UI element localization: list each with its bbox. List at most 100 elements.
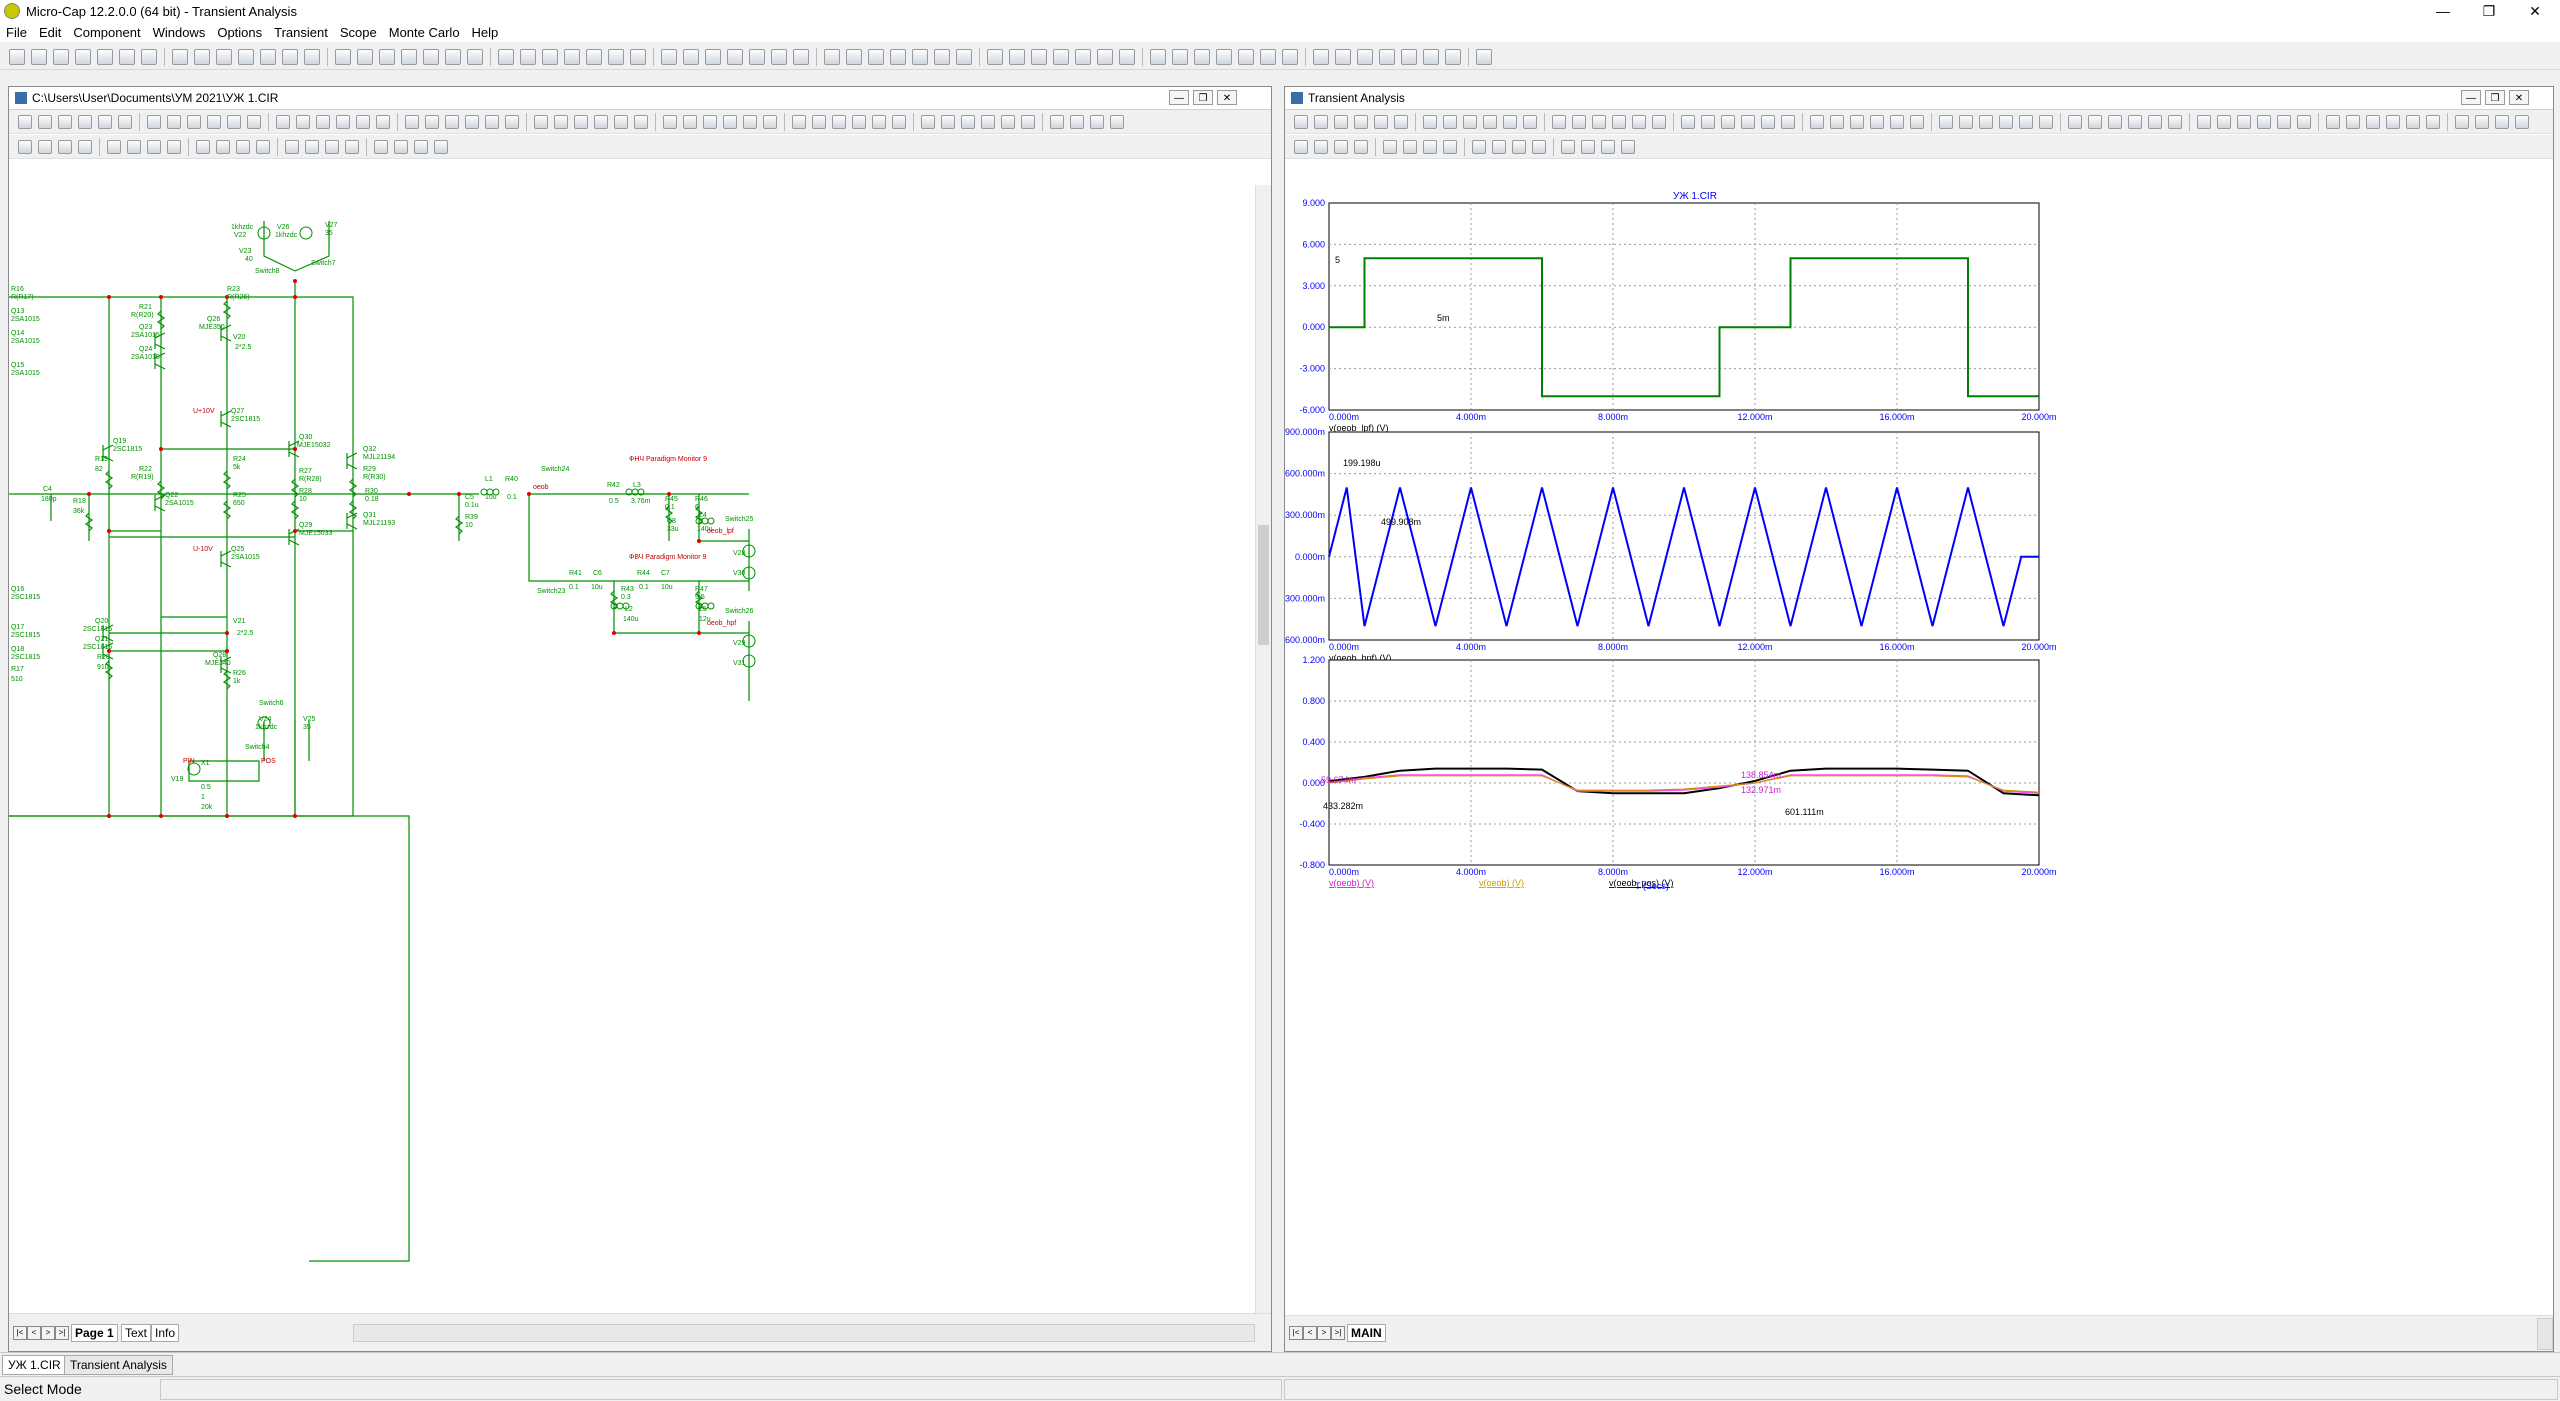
schematic-toolbar-button-icon[interactable] [1110, 114, 1124, 129]
analysis-toolbar-button-icon[interactable] [1443, 114, 1457, 129]
menu-transient[interactable]: Transient [274, 24, 328, 40]
schematic-toolbar-button-icon[interactable] [247, 114, 261, 129]
analysis-toolbar2-button-icon[interactable] [1492, 139, 1506, 154]
schematic-toolbar-button-icon[interactable] [792, 114, 806, 129]
analysis-toolbar-button-icon[interactable] [1979, 114, 1993, 129]
analysis-toolbar-button-icon[interactable] [1721, 114, 1735, 129]
schematic-canvas[interactable]: 1khzdcV22V261khzdcV2735V2340Switch8Switc… [9, 161, 1255, 1309]
menu-scope[interactable]: Scope [339, 24, 377, 40]
schematic-restore-button[interactable]: ❐ [1193, 90, 1213, 105]
schematic-toolbar-button-icon[interactable] [534, 114, 548, 129]
schematic-toolbar2-button-icon[interactable] [394, 139, 408, 154]
schematic-toolbar-button-icon[interactable] [18, 114, 32, 129]
schematic-close-button[interactable]: ✕ [1217, 90, 1237, 105]
analysis-toolbar2-button-icon[interactable] [1403, 139, 1417, 154]
maximize-button[interactable]: ❐ [2482, 3, 2496, 19]
analysis-page-first-button[interactable]: |< [1289, 1326, 1303, 1340]
main-toolbar-button-icon[interactable] [1423, 48, 1439, 65]
main-toolbar-button-icon[interactable] [423, 48, 439, 65]
analysis-toolbar-button-icon[interactable] [2326, 114, 2340, 129]
analysis-toolbar-button-icon[interactable] [1374, 114, 1388, 129]
analysis-toolbar-button-icon[interactable] [1483, 114, 1497, 129]
schematic-toolbar-button-icon[interactable] [614, 114, 628, 129]
schematic-toolbar-button-icon[interactable] [405, 114, 419, 129]
main-toolbar-button-icon[interactable] [824, 48, 840, 65]
analysis-toolbar-button-icon[interactable] [2237, 114, 2251, 129]
schematic-toolbar-button-icon[interactable] [941, 114, 955, 129]
analysis-page-prev-button[interactable]: < [1303, 1326, 1317, 1340]
main-toolbar-button-icon[interactable] [1260, 48, 1276, 65]
analysis-toolbar2-button-icon[interactable] [1561, 139, 1575, 154]
main-toolbar-button-icon[interactable] [934, 48, 950, 65]
schematic-toolbar-button-icon[interactable] [663, 114, 677, 129]
analysis-toolbar2-button-icon[interactable] [1314, 139, 1328, 154]
analysis-toolbar-button-icon[interactable] [1523, 114, 1537, 129]
main-toolbar-button-icon[interactable] [749, 48, 765, 65]
schematic-scroll-thumb[interactable] [1258, 525, 1269, 645]
analysis-toolbar-button-icon[interactable] [1552, 114, 1566, 129]
menu-options[interactable]: Options [217, 24, 263, 40]
schematic-toolbar-button-icon[interactable] [505, 114, 519, 129]
schematic-toolbar-button-icon[interactable] [763, 114, 777, 129]
main-toolbar-button-icon[interactable] [1357, 48, 1373, 65]
main-toolbar-button-icon[interactable] [1097, 48, 1113, 65]
analysis-toolbar2-button-icon[interactable] [1472, 139, 1486, 154]
main-toolbar-button-icon[interactable] [9, 48, 25, 65]
main-toolbar-button-icon[interactable] [75, 48, 91, 65]
page-tab-text[interactable]: Text [121, 1324, 152, 1342]
analysis-toolbar-button-icon[interactable] [2277, 114, 2291, 129]
schematic-toolbar2-button-icon[interactable] [414, 139, 428, 154]
schematic-toolbar2-button-icon[interactable] [374, 139, 388, 154]
main-toolbar-button-icon[interactable] [520, 48, 536, 65]
menu-edit[interactable]: Edit [38, 24, 62, 40]
main-toolbar-button-icon[interactable] [260, 48, 276, 65]
schematic-toolbar2-button-icon[interactable] [196, 139, 210, 154]
analysis-toolbar-button-icon[interactable] [1890, 114, 1904, 129]
analysis-toolbar-button-icon[interactable] [1741, 114, 1755, 129]
page-last-button[interactable]: >| [55, 1326, 69, 1340]
analysis-toolbar-button-icon[interactable] [1632, 114, 1646, 129]
analysis-toolbar-button-icon[interactable] [1612, 114, 1626, 129]
main-toolbar-button-icon[interactable] [705, 48, 721, 65]
main-toolbar-button-icon[interactable] [194, 48, 210, 65]
analysis-toolbar-button-icon[interactable] [1423, 114, 1437, 129]
main-toolbar-button-icon[interactable] [1075, 48, 1091, 65]
schematic-toolbar-button-icon[interactable] [812, 114, 826, 129]
schematic-toolbar-button-icon[interactable] [147, 114, 161, 129]
analysis-toolbar-button-icon[interactable] [2475, 114, 2489, 129]
schematic-toolbar-button-icon[interactable] [227, 114, 241, 129]
analysis-toolbar-button-icon[interactable] [2515, 114, 2529, 129]
analysis-toolbar-button-icon[interactable] [2148, 114, 2162, 129]
analysis-toolbar2-button-icon[interactable] [1581, 139, 1595, 154]
analysis-toolbar-button-icon[interactable] [2455, 114, 2469, 129]
schematic-toolbar-button-icon[interactable] [743, 114, 757, 129]
schematic-toolbar2-button-icon[interactable] [434, 139, 448, 154]
analysis-toolbar-button-icon[interactable] [1334, 114, 1348, 129]
analysis-toolbar-button-icon[interactable] [2366, 114, 2380, 129]
schematic-toolbar-button-icon[interactable] [445, 114, 459, 129]
main-toolbar-button-icon[interactable] [445, 48, 461, 65]
analysis-toolbar-button-icon[interactable] [2495, 114, 2509, 129]
main-toolbar-button-icon[interactable] [987, 48, 1003, 65]
analysis-toolbar-button-icon[interactable] [1354, 114, 1368, 129]
main-toolbar-button-icon[interactable] [498, 48, 514, 65]
analysis-close-button[interactable]: ✕ [2509, 90, 2529, 105]
analysis-toolbar-button-icon[interactable] [2068, 114, 2082, 129]
schematic-toolbar2-button-icon[interactable] [305, 139, 319, 154]
analysis-toolbar-button-icon[interactable] [1999, 114, 2013, 129]
schematic-toolbar-button-icon[interactable] [276, 114, 290, 129]
main-toolbar-button-icon[interactable] [1445, 48, 1461, 65]
schematic-toolbar-button-icon[interactable] [78, 114, 92, 129]
schematic-toolbar-button-icon[interactable] [921, 114, 935, 129]
main-toolbar-button-icon[interactable] [304, 48, 320, 65]
schematic-toolbar-button-icon[interactable] [703, 114, 717, 129]
schematic-toolbar2-button-icon[interactable] [147, 139, 161, 154]
main-toolbar-button-icon[interactable] [1379, 48, 1395, 65]
schematic-toolbar2-button-icon[interactable] [216, 139, 230, 154]
schematic-minimize-button[interactable]: — [1169, 90, 1189, 105]
menu-component[interactable]: Component [73, 24, 141, 40]
analysis-toolbar2-button-icon[interactable] [1532, 139, 1546, 154]
analysis-toolbar-button-icon[interactable] [1314, 114, 1328, 129]
analysis-toolbar-button-icon[interactable] [1592, 114, 1606, 129]
doc-tab-schematic[interactable]: УЖ 1.CIR [2, 1355, 67, 1375]
